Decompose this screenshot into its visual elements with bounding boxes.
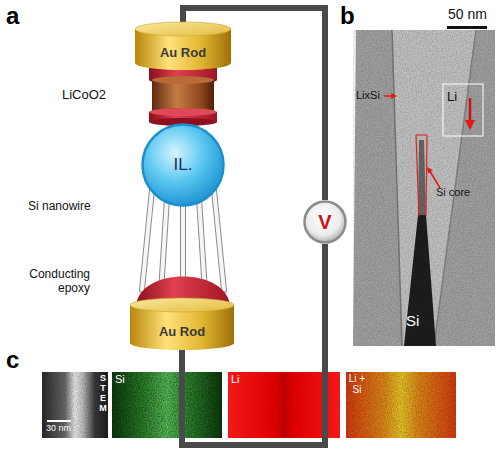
nanowire-outline (142, 190, 152, 290)
electrode-rod: Au Rod (130, 298, 234, 350)
nanowire (199, 198, 205, 292)
tem-image (353, 26, 495, 346)
direction-label: Li (447, 90, 457, 105)
stem-image (42, 372, 108, 438)
cathode-top (152, 76, 214, 84)
rod-top (130, 298, 234, 312)
phase-label: LixSi (356, 89, 380, 102)
panel-letter: c (6, 346, 19, 374)
pointer-arrow (384, 95, 396, 97)
electrode-rod: Au Rod (135, 22, 231, 70)
image-noise (42, 372, 108, 438)
element-maps (42, 372, 456, 438)
part-label: LiCoO2 (62, 88, 106, 103)
overlay-map (346, 372, 456, 438)
core-outline (416, 135, 427, 216)
nanowire (142, 190, 152, 290)
si-map (112, 372, 222, 438)
cathode-body (152, 80, 214, 112)
node-text: IL. (174, 156, 193, 175)
image-noise (112, 372, 222, 438)
node-text: Au Rod (159, 325, 205, 339)
panel-letter: b (340, 2, 355, 30)
map-label: Li (231, 373, 240, 386)
part-label: Si nanowire (28, 200, 91, 214)
direction-box (443, 84, 483, 136)
scale-bar (47, 420, 71, 422)
map-label: Si (115, 373, 125, 386)
nanowire (214, 190, 224, 290)
nanowire-outline (161, 198, 167, 292)
circle-shape (143, 125, 224, 206)
direction-arrow (469, 98, 472, 128)
scale-label: 30 nm (46, 423, 71, 433)
nanowire-outline (214, 190, 224, 290)
tem-noise (353, 30, 495, 346)
node-text: Au Rod (160, 46, 206, 60)
tem-background (353, 30, 495, 346)
electrolyte-drop: IL. (141, 123, 225, 207)
nanowire (161, 198, 167, 292)
phase-label: Si (406, 312, 419, 329)
panel-letter: a (6, 2, 19, 30)
scale-label: 50 nm (448, 6, 487, 22)
image-noise (346, 372, 456, 438)
circle-shape (305, 202, 346, 243)
part-label: Conducting epoxy (0, 268, 90, 296)
pointer-arrow (428, 168, 440, 188)
disk-top (149, 108, 217, 116)
mode-label: STEM (99, 373, 107, 413)
rod-top (135, 22, 231, 36)
phase-label: Si core (436, 186, 470, 199)
map-label: Li + Si (348, 373, 366, 395)
node-text: V (318, 211, 331, 233)
nanowire-outline (199, 198, 205, 292)
voltmeter: V (303, 200, 347, 244)
scale-bar (447, 26, 487, 29)
